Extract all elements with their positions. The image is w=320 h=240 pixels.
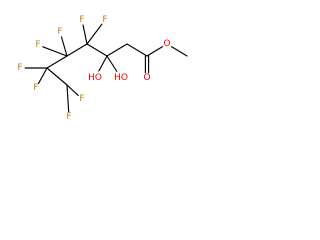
- bond-o-ester-c-methyl: [170, 46, 188, 57]
- bond-c4-f-4a: [82, 24, 88, 45]
- bond-c6-c7: [46, 67, 68, 86]
- atom-label-o-hydroxyl-2: HO: [114, 73, 128, 83]
- bond-c4-f-4b: [86, 23, 103, 45]
- bond-c5-f-5a: [60, 36, 68, 57]
- bond-c1-o-ester: [146, 46, 164, 57]
- atom-label-f-5b: F: [35, 40, 40, 50]
- bond-c3-o-hydroxyl-1: [98, 55, 108, 72]
- bond-c4-c5: [66, 43, 88, 57]
- bond-c3-c4: [86, 43, 108, 57]
- atom-label-f-7b: F: [66, 112, 71, 122]
- atom-label-f-6b: F: [33, 83, 38, 93]
- bond-c6-f-6b: [37, 67, 48, 85]
- atom-label-o-carbonyl: O: [143, 73, 150, 83]
- atom-label-f-7a: F: [79, 94, 84, 104]
- atom-label-f-6a: F: [17, 63, 22, 73]
- bond-c2-c3: [106, 43, 128, 57]
- atom-label-o-hydroxyl-1: HO: [88, 73, 102, 83]
- atom-label-f-4b: F: [102, 15, 107, 25]
- bond-layer: [24, 23, 188, 113]
- atom-label-o-ester: O: [163, 39, 170, 49]
- atom-label-f-4a: F: [79, 15, 84, 25]
- bond-c3-o-hydroxyl-2: [106, 55, 118, 72]
- atom-label-f-5a: F: [57, 27, 62, 37]
- bond-c7-f-7a: [66, 84, 79, 97]
- bond-c5-c6: [46, 55, 68, 69]
- bond-c7-f-7b: [66, 84, 70, 113]
- bond-c1-c2: [126, 43, 148, 57]
- bond-c5-f-5b: [42, 46, 68, 57]
